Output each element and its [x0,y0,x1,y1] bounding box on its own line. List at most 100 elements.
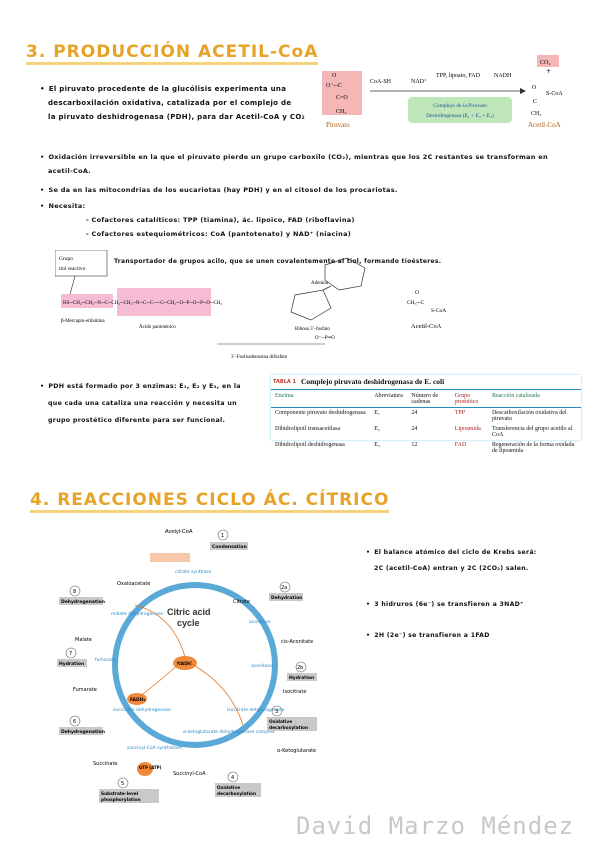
th: Enzima [275,393,294,399]
td: Dihidrolipoil deshidrogenasa [275,442,345,448]
pyruvate-highlight [322,71,362,115]
td: Descarboxilación oxidativa del piruvato [491,410,567,422]
step-badge-6 [69,715,81,727]
metabolite-isocitrate: Isocitrate [283,689,306,695]
step-label-5-line1: Substrate-level [101,791,139,797]
text-line: 2H (2e⁻) se transfieren a 1FAD [366,629,591,643]
td: Lipoamida [454,426,481,432]
bullet-oxidation: Oxidación irreversible en la que el piru… [40,150,580,178]
td: 24 [411,410,418,416]
step-label-2b: Hydration [289,675,314,681]
step-label-condensation: Condensation [212,544,247,550]
label-adenina: Adenina [311,281,329,286]
th: Abreviatura [374,393,403,399]
title-underline [30,510,390,513]
label-nadh: NADH [494,73,512,79]
metabolite-cis-aconitate: cis-Aconitate [281,639,313,645]
td: Transferencia del grupo acetilo al CoA [491,426,573,438]
acetyl-highlight [150,553,190,562]
cofactors-stoich: - Cofactores estequiométricos: CoA (pant… [86,230,352,238]
enzyme-aconitase-2: aconitase [251,663,273,669]
cycle-center-1: Citric acid [167,607,211,617]
metabolite-acetyl-coa: Acetyl-CoA [165,529,193,535]
step-badge-8 [69,585,81,597]
label-scoa: S-CoA [431,308,446,314]
td: 24 [411,426,418,432]
text-line: Oxidación irreversible en la que el piru… [40,150,580,164]
pyruvate-carboxyl: O⁻─C [326,83,342,89]
fadh2-label: FADH₂ [130,697,146,703]
bullet-needs: Necesita: - Cofactores catalíticos: TPP … [40,199,580,241]
complex-box [408,97,512,123]
gtp-label: GTP (ATP) [139,765,162,770]
step-label-box [99,789,159,803]
bullet-hydrides: 3 hidruros (6e⁻) se transfieren a 3NAD⁺ [366,598,591,612]
step-label-7: Hydration [59,661,84,667]
bullet-atomic-balance: El balance atómico del ciclo de Krebs se… [366,545,591,577]
metabolite-citrate: Citrate [233,599,250,605]
step-badge-5 [117,777,129,789]
enzyme-malate-dh: malate dehydrogenase [111,611,163,617]
complex-line2: Deshidrogenasa (E₁ + E₂ + E₃) [426,112,494,119]
th: Reacción catalizada [491,393,540,399]
table-row: Componente piruvato deshidrogenasa E₁ 24… [271,408,581,425]
coa-structure-diagram: Grupo tiol reactivo HS─CH₂─CH₂─N─C─CH₂─C… [55,250,446,360]
td: E₂ [374,426,380,432]
step-number: 1 [221,533,224,539]
citric-acid-cycle-diagram: Citric acid cycle Acetyl-CoA 1 Condensat… [57,529,317,803]
mercapto-highlight [61,294,113,308]
nadh-center [173,656,197,670]
transport-note: Transportador de grupos acilo, que se un… [114,258,442,265]
td: TPP [454,410,466,416]
enzyme-akg-dh: α-ketoglutarate dehydrogenase complex [183,729,275,735]
adenine-ring [324,257,366,291]
step-label-box [57,659,87,667]
label-mercapto: β-Mercapto-etilamina [61,319,105,324]
cycle-center-2: cycle [177,618,200,628]
enzyme-citrate-synthase: citrate synthase [175,569,212,575]
chain-1: HS─CH₂─CH₂─N─C─CH₂─CH₂─N─C─C──C─CH₂─O─P─… [63,301,223,306]
table-label: TABLA 1 [273,379,296,385]
bullet-pdh-intro: El piruvato procedente de la glucólisis … [40,82,320,124]
metabolite-fumarate: Fumarate [73,687,97,693]
step-badge-2b [295,661,307,673]
step-label-8: Dehydrogenation [61,599,105,605]
step-label-3-line1: Oxidative [269,719,292,725]
text-line: PDH está formado por 3 enzimas: E₁, E₂ y… [40,378,270,395]
step-label-box [269,593,303,601]
td: FAD [454,442,467,448]
enzyme-succinate-dh: succinate dehydrogenase [113,707,171,713]
text-line: descarboxilación oxidativa, catalizada p… [48,99,292,107]
step-number: 4 [231,775,234,781]
th: Grupo prostético [454,393,479,405]
step-badge-4 [227,771,239,783]
thiol-box [55,250,108,277]
co2-highlight [537,55,559,67]
step-number: 5 [121,781,124,787]
step-number: 8 [73,589,76,595]
table-row: Dihidrolipoil transacetilasa E₂ 24 Lipoa… [271,424,581,440]
bullet-fad: 2H (2e⁻) se transfieren a 1FAD [366,629,591,643]
label-pantotenico: Ácido pantoténico [139,324,176,330]
label-plus: + [546,68,551,75]
pyruvate-ch3: CH₃ [336,109,346,115]
pantotenic-highlight [117,288,211,316]
enzyme-isocitrate-dh: isocitrate dehydrogenase [227,707,284,713]
section-3-title: 3. PRODUCCIÓN ACETIL-CoA [26,42,319,65]
table-header-row: Enzima Abreviatura Número de cadenas Gru… [271,391,581,408]
th: Número de cadenas [411,393,439,405]
step-label-4-line1: Oxidative [217,785,240,791]
text-line: El piruvato procedente de la glucólisis … [40,82,320,96]
label-co2: CO₂ [540,60,550,66]
label-ribosa: Ribosa 3´-fosfato [295,327,330,332]
text-line: 3 hidruros (6e⁻) se transfieren a 3NAD⁺ [366,598,591,612]
label-cofactors: TPP, lipoato, FAD [436,73,481,79]
step-label-6: Dehydrogenation [61,729,105,735]
step-badge-2a [279,581,291,593]
pdh-table-card: TABLA 1 Complejo piruvato deshidrogenasa… [271,375,581,454]
phosphate-3: O⁻─P═O [315,336,335,341]
step-label-box [267,717,317,731]
text-line: 2C (acetil-CoA) entran y 2C (2CO₂) salen… [374,565,529,572]
thiol-label-1: Grupo [59,256,73,262]
step-label-4-line2: decarboxylation [217,791,256,797]
